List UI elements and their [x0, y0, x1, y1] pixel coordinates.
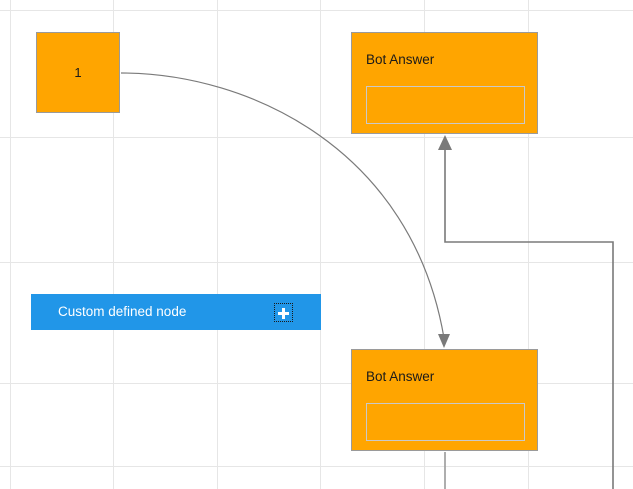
node-1-label: 1: [74, 65, 82, 80]
grid-line-vertical-0: [10, 0, 11, 489]
node-bot-answer-bottom-slot[interactable]: [366, 403, 525, 441]
custom-defined-node-bar[interactable]: Custom defined node: [31, 294, 321, 330]
node-bot-answer-bottom[interactable]: Bot Answer: [351, 349, 538, 451]
custom-defined-node-label: Custom defined node: [58, 304, 187, 320]
plus-icon[interactable]: [274, 302, 293, 322]
node-1[interactable]: 1: [36, 32, 120, 113]
grid-line-horizontal-2: [0, 262, 633, 263]
node-bot-answer-top-slot[interactable]: [366, 86, 525, 124]
plus-icon-vertical-stroke: [282, 307, 285, 319]
grid-line-vertical-3: [320, 0, 321, 489]
node-bot-answer-bottom-title: Bot Answer: [366, 369, 435, 384]
node-bot-answer-top-title: Bot Answer: [366, 52, 435, 67]
grid-line-horizontal-0: [0, 10, 633, 11]
grid-line-horizontal-3: [0, 383, 633, 384]
grid-line-horizontal-4: [0, 466, 633, 467]
grid-line-horizontal-1: [0, 137, 633, 138]
node-bot-answer-top[interactable]: Bot Answer: [351, 32, 538, 134]
grid-line-vertical-2: [217, 0, 218, 489]
grid-line-vertical-1: [113, 0, 114, 489]
